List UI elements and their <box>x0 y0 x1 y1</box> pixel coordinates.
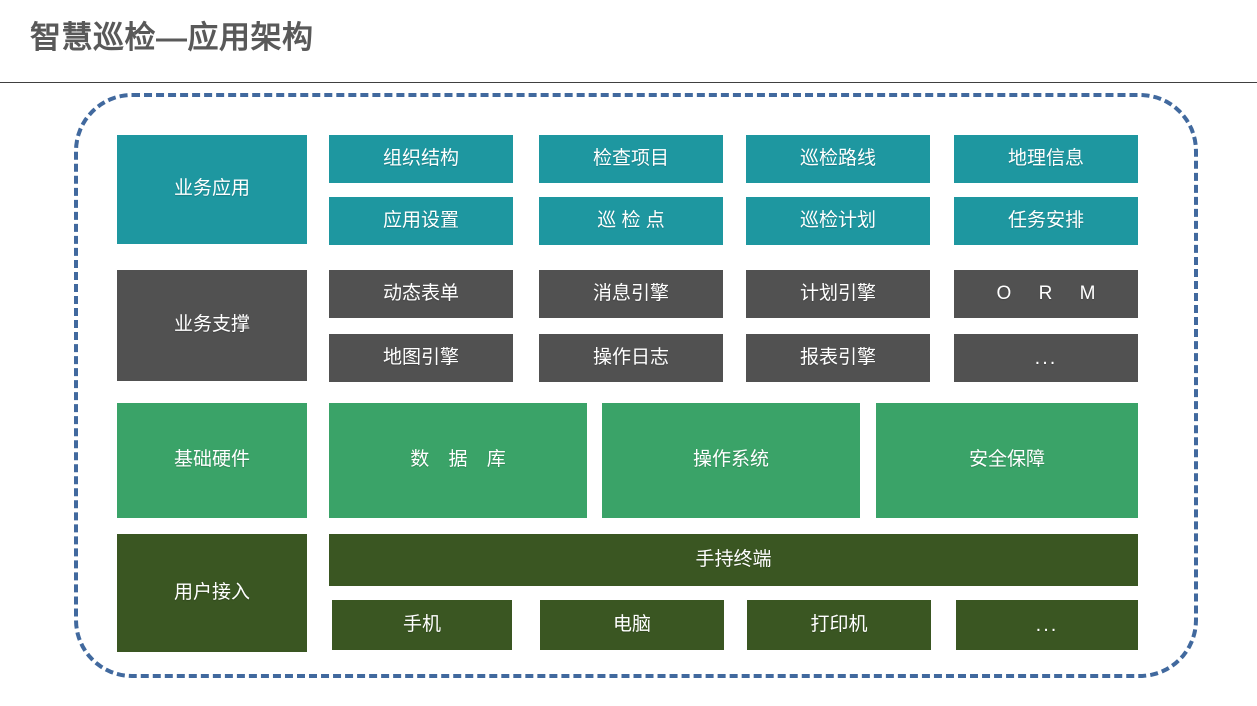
page-title: 智慧巡检—应用架构 <box>30 20 314 55</box>
layer-label-user-access[interactable]: 用户接入 <box>117 534 307 652</box>
layer-item-business-application-r2c1[interactable]: 应用设置 <box>329 197 513 245</box>
layer-item-business-application-r2c2[interactable]: 巡 检 点 <box>539 197 723 245</box>
layer-item-infrastructure-c2[interactable]: 操作系统 <box>602 403 860 518</box>
layer-item-business-support-r2c2[interactable]: 操作日志 <box>539 334 723 382</box>
layer-item-business-support-r1c4[interactable]: O R M <box>954 270 1138 318</box>
layer-item-infrastructure-c1[interactable]: 数 据 库 <box>329 403 587 518</box>
layer-item-business-support-r1c2[interactable]: 消息引擎 <box>539 270 723 318</box>
layer-item-business-support-r1c1[interactable]: 动态表单 <box>329 270 513 318</box>
layer-item-business-application-r1c4[interactable]: 地理信息 <box>954 135 1138 183</box>
layer-item-infrastructure-c3[interactable]: 安全保障 <box>876 403 1138 518</box>
layer-item-business-support-r2c3[interactable]: 报表引擎 <box>746 334 930 382</box>
layer-label-business-support[interactable]: 业务支撑 <box>117 270 307 381</box>
layer-item-business-support-r1c3[interactable]: 计划引擎 <box>746 270 930 318</box>
layer-item-business-support-r2c1[interactable]: 地图引擎 <box>329 334 513 382</box>
layer-item-business-application-r1c2[interactable]: 检查项目 <box>539 135 723 183</box>
layer-item-business-application-r2c4[interactable]: 任务安排 <box>954 197 1138 245</box>
layer-item-business-application-r1c3[interactable]: 巡检路线 <box>746 135 930 183</box>
layer-banner-user-access[interactable]: 手持终端 <box>329 534 1138 586</box>
title-divider <box>0 82 1257 83</box>
layer-item-user-access-c4[interactable]: ... <box>956 600 1138 650</box>
layer-item-business-application-r2c3[interactable]: 巡检计划 <box>746 197 930 245</box>
layer-label-infrastructure[interactable]: 基础硬件 <box>117 403 307 518</box>
layer-item-user-access-c2[interactable]: 电脑 <box>540 600 724 650</box>
layer-item-user-access-c3[interactable]: 打印机 <box>747 600 931 650</box>
layer-item-user-access-c1[interactable]: 手机 <box>332 600 512 650</box>
layer-item-business-application-r1c1[interactable]: 组织结构 <box>329 135 513 183</box>
layer-item-business-support-r2c4[interactable]: ... <box>954 334 1138 382</box>
layer-label-business-application[interactable]: 业务应用 <box>117 135 307 244</box>
